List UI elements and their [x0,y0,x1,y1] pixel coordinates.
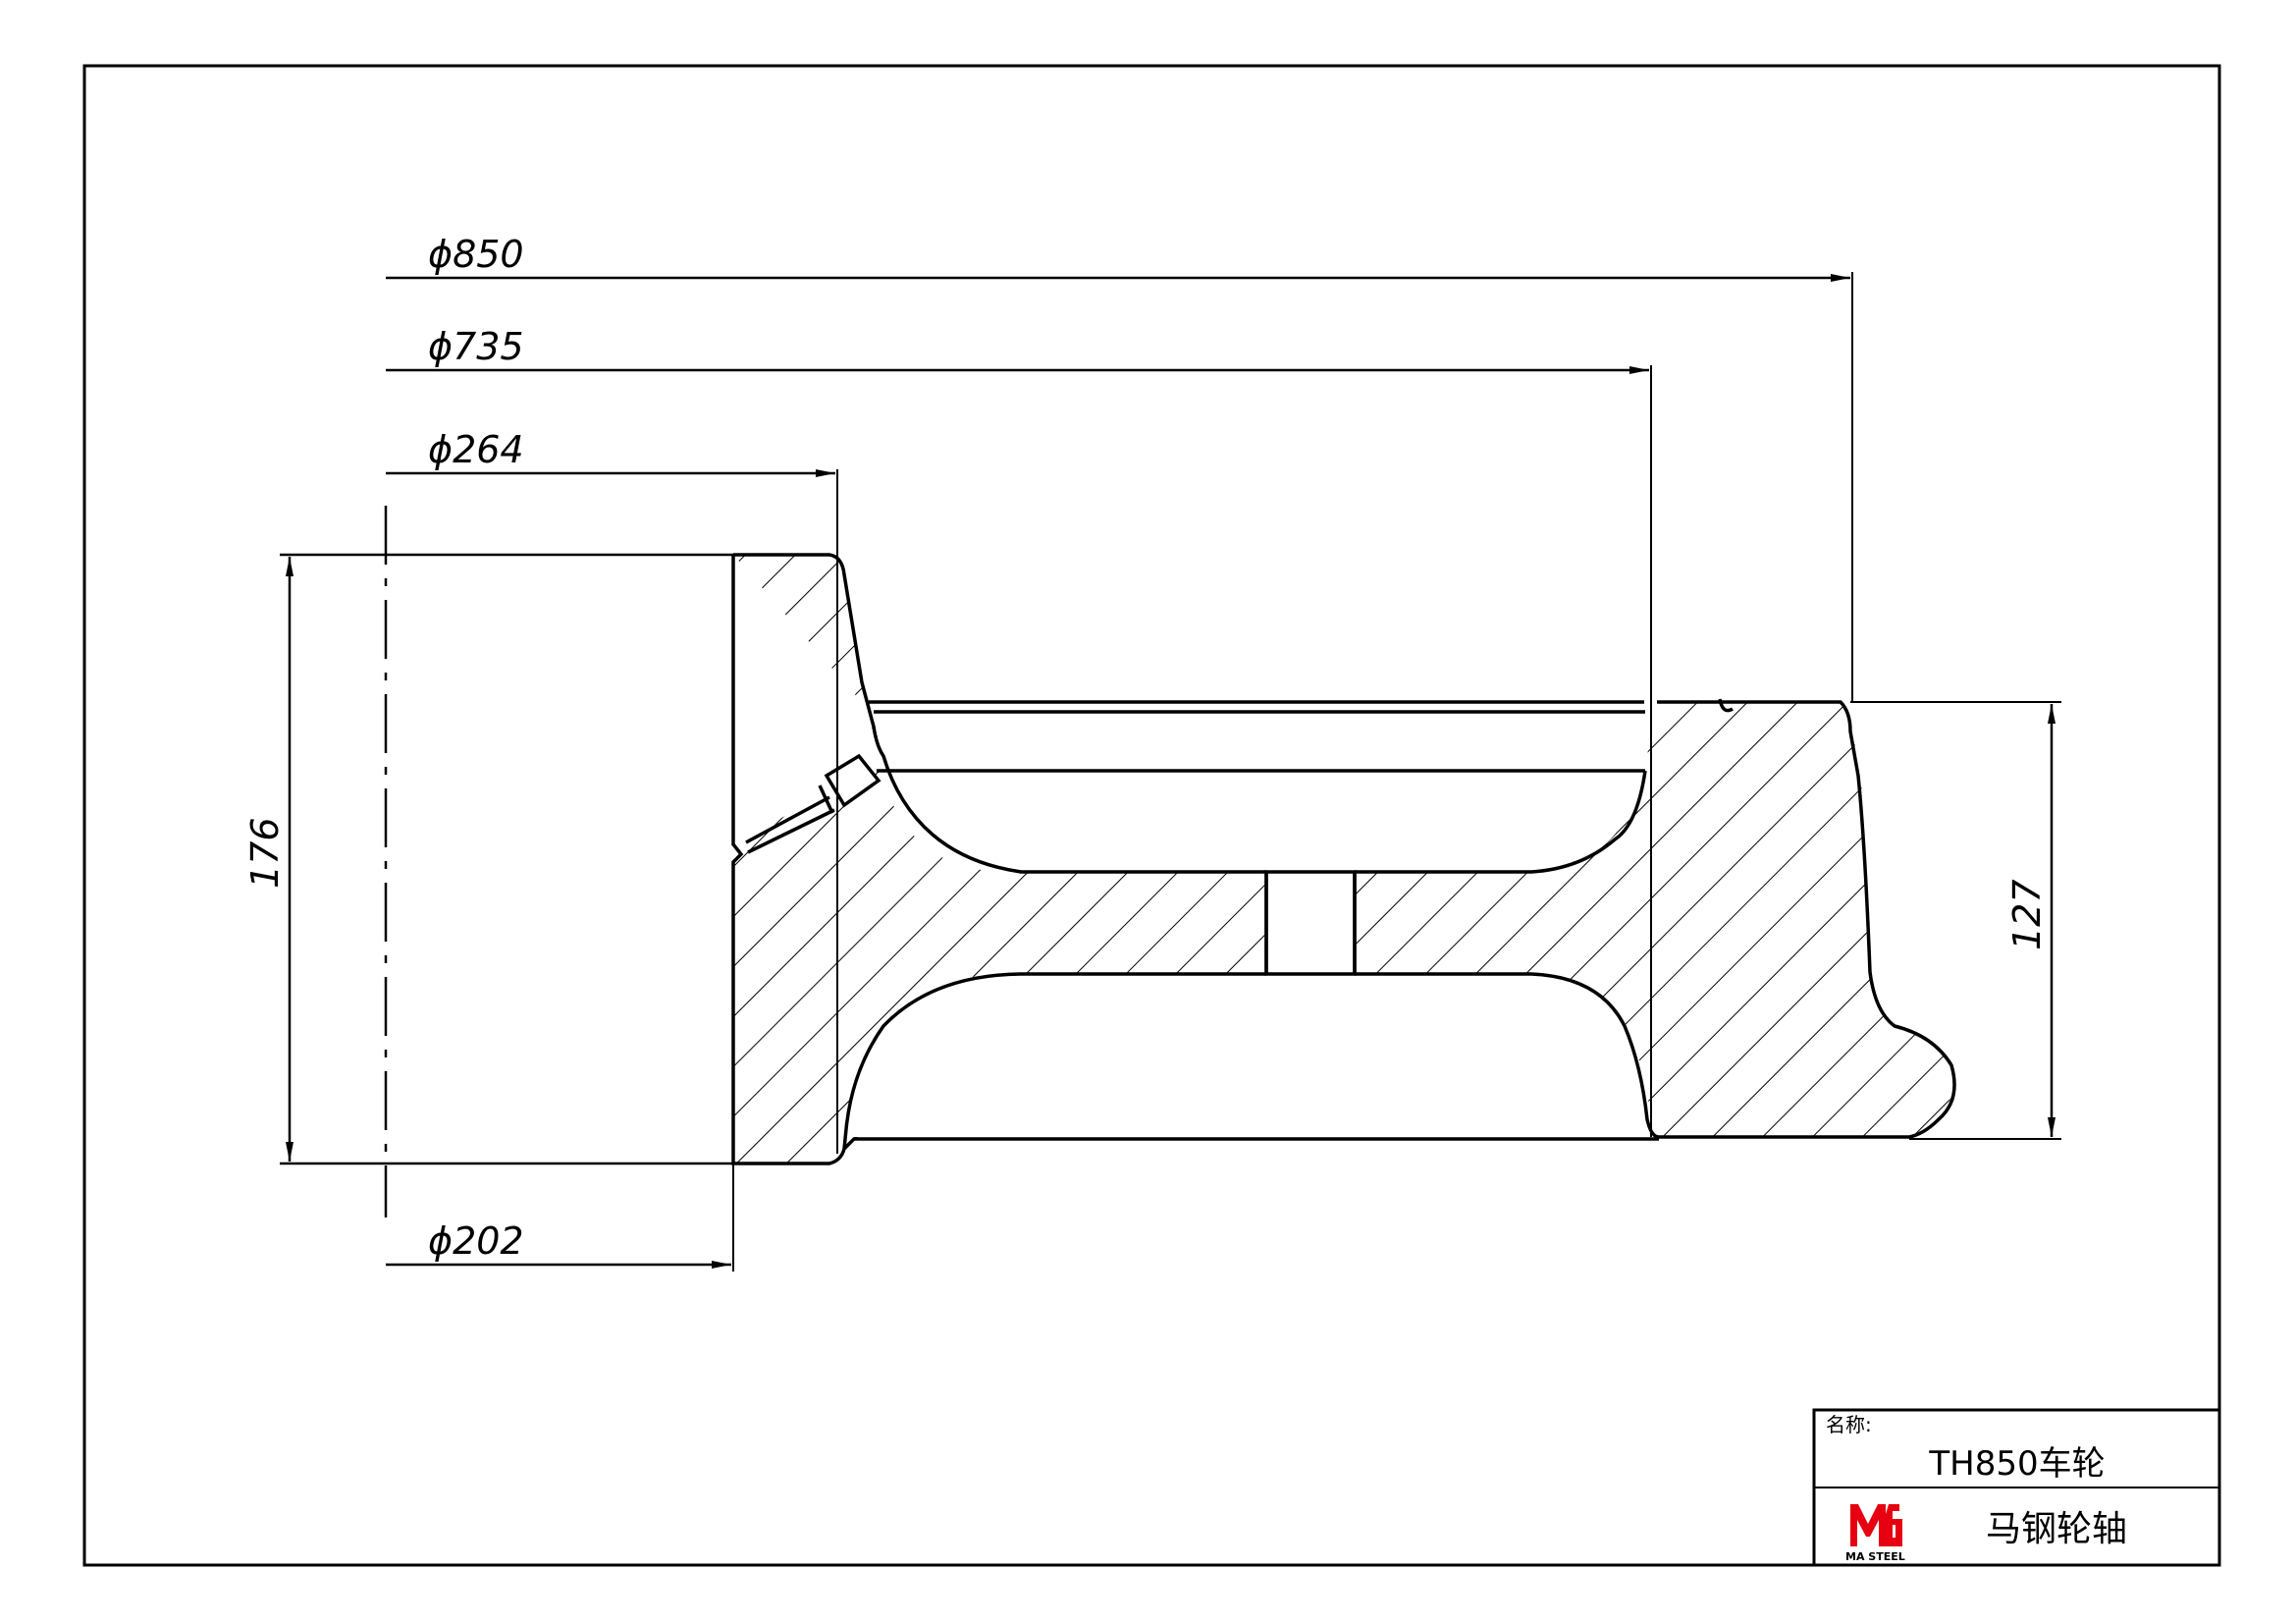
name-label: 名称: [1826,1413,1872,1436]
dimensions: ϕ850 ϕ735 ϕ264 ϕ202 176 127 [243,233,2056,1269]
dim-text-127: 127 [2005,879,2049,950]
dim-text-264: ϕ264 [428,428,524,471]
hub-section [733,555,1266,1163]
part-name: TH850车轮 [1928,1444,2105,1484]
section-outline [731,553,1956,1165]
dim-text-202: ϕ202 [428,1219,524,1263]
drawing-frame [82,64,2221,1567]
title-block: 名称: TH850车轮 MA STEEL 马钢轮轴 [1812,1408,2221,1567]
dim-text-850: ϕ850 [428,233,524,276]
dim-text-176: 176 [243,817,287,889]
rim-section [1355,702,1954,1137]
dim-text-735: ϕ735 [428,325,524,368]
svg-text:MA STEEL: MA STEEL [1845,1550,1905,1563]
company-name: 马钢轮轴 [1986,1509,2127,1549]
ma-steel-logo: MA STEEL [1845,1504,1905,1563]
wheel-section [280,272,2061,1271]
